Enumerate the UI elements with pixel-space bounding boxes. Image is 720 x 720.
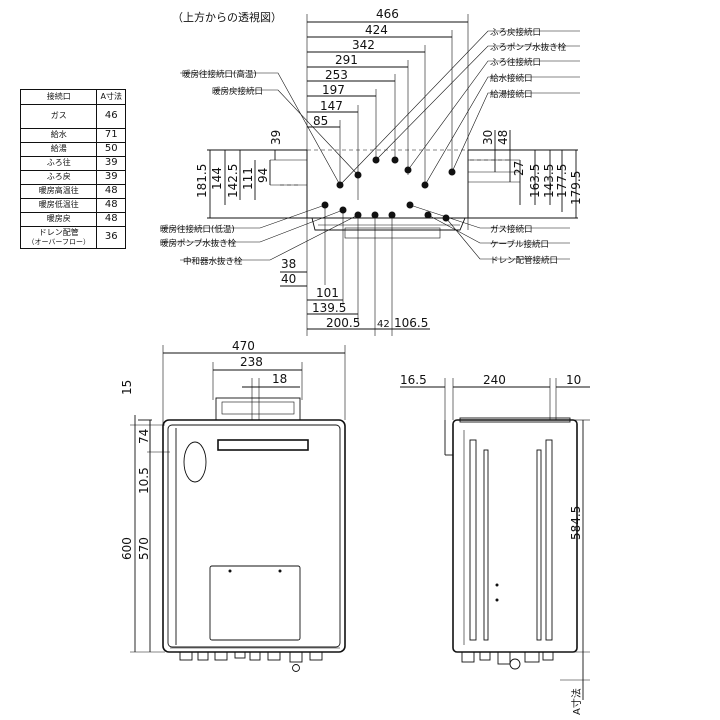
top-left-dim-94: 94 [256,168,270,183]
top-left-dim-144: 144 [210,167,224,190]
front-view-dimension-lines [130,345,346,653]
top-dimension-lines [307,21,468,128]
side-view-dimension-lines [400,378,590,700]
label-heating-return: 暖房戻接続口 [212,86,263,97]
side-dim-16-5: 16.5 [400,373,427,387]
top-right-dimension-lines [494,130,577,218]
top-right-dim-48: 48 [496,130,510,145]
leader-lines [160,30,580,261]
table-row: ドレン配管 （オーバーフロー） 36 [19,226,126,249]
connection-spec-table: 接続口 A寸法 ガス 46 給水 71 給湯 50 ふろ往 39 ふろ戻 39 … [19,89,126,249]
side-dim-10: 10 [566,373,581,387]
front-view-pipes [179,651,323,672]
front-dim-470: 470 [232,339,255,353]
label-heating-pump-drain: 暖房ポンプ水抜き栓 [160,238,237,249]
front-dim-18: 18 [272,372,287,386]
top-bottom-dim-200-5: 200.5 [326,316,360,330]
top-left-dim-181-5: 181.5 [195,164,209,198]
top-right-dim-177-5: 177.5 [555,164,569,198]
top-left-dim-142-5: 142.5 [226,164,240,198]
label-cable-connection: ケーブル接続口 [490,239,549,250]
table-row: 暖房低温往 48 [19,198,126,213]
top-dim-197: 197 [322,83,345,97]
label-bath-supply: ふろ往接続口 [490,57,541,68]
table-cell-value: 36 [96,226,126,249]
top-dim-342: 342 [352,38,375,52]
top-view-ports [321,156,456,222]
top-right-dim-143-5: 143.5 [542,164,556,198]
top-dim-253: 253 [325,68,348,82]
top-right-dim-27: 27 [512,161,526,176]
top-dim-466: 466 [376,7,399,21]
side-dim-584-5: 584.5 [569,506,583,540]
label-heating-supply-high: 暖房往接続口(高温) [182,69,257,80]
top-right-dim-163-5: 163.5 [528,164,542,198]
side-dim-240: 240 [483,373,506,387]
top-view-title: （上方からの透視図） [172,10,282,24]
table-cell-port-main: ドレン配管 [38,228,79,238]
front-dim-570: 570 [137,537,151,560]
table-cell-port: ドレン配管 （オーバーフロー） [19,226,98,249]
top-dim-424: 424 [365,23,388,37]
label-water-supply: 給水接続口 [490,73,533,84]
label-bath-return: ふろ戻接続口 [490,27,541,38]
front-dim-15: 15 [120,380,134,395]
label-neutralizer-drain: 中和器水抜き栓 [183,256,243,267]
front-view-body [162,397,346,653]
front-dim-238: 238 [240,355,263,369]
top-bottom-dim-40: 40 [281,272,296,286]
top-bottom-dim-42: 42 [377,319,390,330]
label-hot-water: 給湯接続口 [490,89,533,100]
table-cell-value: 46 [96,104,126,129]
top-left-dim-111: 111 [241,167,255,190]
table-cell-port-sub: （オーバーフロー） [27,237,90,246]
top-bottom-dim-38: 38 [281,257,296,271]
top-dim-291: 291 [335,53,358,67]
top-dim-85: 85 [313,114,328,128]
top-bottom-dim-106-5: 106.5 [394,316,428,330]
side-a-dimension-label: A寸法 [570,688,583,715]
table-cell-port: ガス [19,104,98,129]
front-dim-10-5: 10.5 [137,467,151,494]
table-row: ガス 46 [19,104,126,129]
top-right-dim-30: 30 [481,130,495,145]
label-heating-supply-low: 暖房往接続口(低温) [160,224,235,235]
label-gas-connection: ガス接続口 [490,224,533,235]
top-left-dimension-lines [209,150,276,218]
top-bottom-dim-101: 101 [316,286,339,300]
top-right-dim-179-5: 179.5 [569,171,583,205]
label-bath-pump-drain: ふろポンプ水抜き栓 [490,42,567,53]
side-view-body [444,417,578,653]
top-bottom-dim-139-5: 139.5 [312,301,346,315]
table-row: 給湯 50 [19,142,126,157]
top-view-outline [207,149,578,239]
top-dim-147: 147 [320,99,343,113]
top-bottom-dimension-lines [280,271,430,330]
top-left-dim-39: 39 [269,130,283,145]
side-view-pipes [461,651,554,670]
front-dim-74: 74 [137,429,151,444]
front-dim-600: 600 [120,537,134,560]
table-row: ふろ戻 39 [19,170,126,185]
label-drain-connection: ドレン配管接続口 [490,255,558,266]
